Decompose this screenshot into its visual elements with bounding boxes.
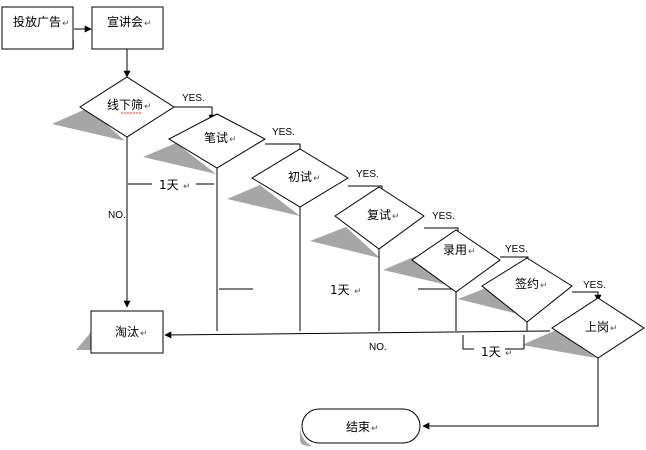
- ads-box: [1, 6, 74, 50]
- para-mark: ↵: [540, 281, 548, 291]
- sign-diamond: [481, 257, 573, 323]
- para-mark: ↵: [144, 19, 152, 29]
- process-boxes: [1, 6, 421, 444]
- no-label-2: NO.: [369, 342, 387, 353]
- para-mark: ↵: [229, 135, 237, 145]
- seminar-box: [91, 6, 164, 50]
- onboard-diamond: [551, 297, 645, 359]
- eliminate-box: [90, 310, 164, 354]
- offline-screen-label: 线下筛: [107, 97, 143, 112]
- ads-label: 投放广告: [13, 14, 61, 29]
- edge-sign-onboard: [572, 291, 602, 302]
- shadow-onboard: [522, 330, 596, 358]
- para-mark: ↵: [468, 247, 476, 257]
- edge-onboard-end: [422, 358, 599, 430]
- written-test-label: 笔试: [204, 130, 228, 145]
- para-mark: ↵: [183, 182, 191, 192]
- one-day-label-2: 1天: [330, 283, 350, 297]
- seminar-label: 宣讲会: [107, 14, 143, 29]
- para-mark: ↵: [505, 349, 513, 359]
- shadow-offline-screen: [52, 108, 125, 141]
- one-day-label-3: 1天: [481, 345, 501, 359]
- edge-return-eliminate: [164, 330, 551, 339]
- para-mark: ↵: [610, 324, 618, 334]
- first-interview-diamond: [251, 148, 349, 208]
- yes-label-1: YES.: [182, 93, 205, 104]
- edge-screen-written: [174, 106, 216, 122]
- shadow-sign: [458, 288, 526, 316]
- shadow-second-interview: [310, 227, 380, 258]
- onboard-label: 上岗: [585, 320, 609, 334]
- shadow-first-interview: [227, 185, 300, 216]
- no-label-1: NO.: [108, 210, 126, 221]
- para-mark: ↵: [144, 102, 152, 112]
- offline-screen-diamond: [79, 76, 175, 138]
- para-mark: ↵: [392, 212, 400, 222]
- shadow-layer: [12, 28, 596, 446]
- yes-label-3: YES.: [356, 169, 379, 180]
- yes-label-6: YES.: [583, 280, 606, 291]
- first-interview-label: 初试: [288, 169, 312, 184]
- shadow-written-test: [143, 143, 216, 174]
- yes-label-4: YES.: [432, 211, 455, 222]
- shadow-end: [300, 425, 312, 446]
- one-day-label-1: 1天: [159, 178, 179, 192]
- hire-diamond: [411, 229, 501, 293]
- written-test-diamond: [167, 113, 267, 169]
- yes-label-5: YES.: [505, 244, 528, 255]
- decision-diamonds: [79, 76, 645, 359]
- yes-label-2: YES.: [272, 127, 295, 138]
- shadow-eliminate: [76, 332, 91, 350]
- second-interview-label: 复试: [367, 207, 391, 222]
- second-interview-diamond: [334, 186, 425, 250]
- hire-label: 录用: [443, 243, 467, 257]
- para-mark: ↵: [140, 329, 148, 339]
- connectors: [74, 25, 602, 430]
- node-labels: 投放广告 ↵ 宣讲会 ↵ 线下筛 ↵ 笔试 ↵ 初试 ↵ 复试 ↵ 录用 ↵ 签…: [13, 14, 618, 434]
- bracket-1day: [462, 335, 474, 350]
- para-mark: ↵: [313, 174, 321, 184]
- end-terminator: [301, 408, 421, 444]
- para-mark: ↵: [354, 287, 362, 297]
- para-mark: ↵: [62, 19, 70, 29]
- para-mark: ↵: [371, 424, 379, 434]
- eliminate-label: 淘汰: [115, 325, 139, 339]
- end-label: 结束: [346, 420, 370, 434]
- sign-label: 签约: [515, 276, 539, 291]
- edge-labels: YES. YES. YES. YES. YES. YES. NO. NO. 1天…: [108, 93, 606, 359]
